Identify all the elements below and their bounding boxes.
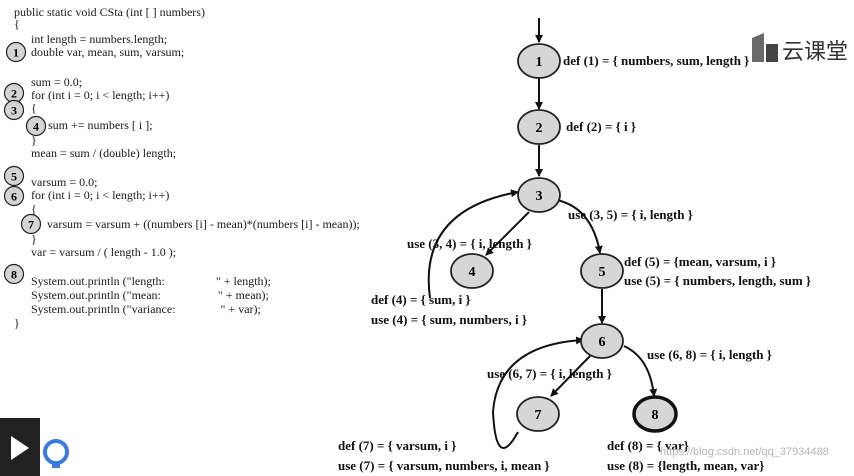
video-play-button[interactable] (0, 418, 40, 476)
code-line-8: sum += numbers [ i ]; (48, 118, 153, 132)
code-marker-5 (3, 165, 25, 187)
annotation-use-6-7: use (6, 7) = { i, length } (487, 366, 612, 381)
annotation-use-5: use (5) = { numbers, length, sum } (624, 273, 812, 288)
code-marker-3 (3, 99, 25, 121)
code-marker-5-label: 5 (11, 170, 17, 184)
annotation-use-7: use (7) = { varsum, numbers, i, mean } (338, 458, 550, 473)
code-line-13: { (31, 202, 37, 216)
graph-node-1-label: 1 (536, 55, 543, 70)
graph-node-2 (517, 109, 561, 145)
graph-node-8 (632, 395, 678, 433)
graph-node-4 (450, 253, 494, 289)
graph-node-6 (580, 323, 624, 359)
code-marker-6-label: 6 (11, 190, 17, 204)
annotation-use-6-8: use (6, 8) = { i, length } (647, 347, 772, 362)
annotation-def-5: def (5) = {mean, varsum, i } (624, 254, 776, 269)
watermark-logo-icon (752, 33, 778, 62)
code-marker-4-label: 4 (33, 120, 39, 134)
edge-6-7 (550, 355, 591, 397)
code-line-1: public static void CSta (int [ ] numbers… (14, 5, 205, 19)
code-marker-7-label: 7 (28, 218, 34, 232)
code-line-20: } (14, 316, 20, 330)
code-line-5: sum = 0.0; (31, 75, 83, 89)
code-line-11: varsum = 0.0; (31, 175, 98, 189)
graph-nodes: 1 2 3 4 5 6 7 8 (450, 43, 678, 433)
edge-3-5 (556, 199, 603, 254)
code-line-17: System.out.println ("length: " + length)… (31, 274, 271, 288)
annotation-def-4: def (4) = { sum, i } (371, 292, 471, 307)
edge-3-4 (485, 211, 530, 256)
code-line-18: System.out.println ("mean: " + mean); (31, 288, 269, 302)
code-line-6: for (int i = 0; i < length; i++) (31, 88, 170, 102)
code-line-7: { (31, 101, 37, 115)
graph-node-8-label: 8 (652, 408, 659, 423)
code-marker-1 (5, 41, 27, 63)
brand-logo-icon (43, 439, 69, 468)
annotation-use-4: use (4) = { sum, numbers, i } (371, 312, 527, 327)
code-line-16: var = varsum / ( length - 1.0 ); (31, 245, 177, 259)
code-marker-8 (3, 263, 25, 285)
annotation-def-1: def (1) = { numbers, sum, length } (563, 53, 750, 68)
code-marker-1-label: 1 (13, 46, 19, 60)
annotation-def-7: def (7) = { varsum, i } (338, 438, 457, 453)
graph-node-1 (517, 43, 561, 79)
graph-node-5 (580, 253, 624, 289)
code-marker-4 (25, 115, 47, 137)
graph-node-4-label: 4 (469, 265, 476, 280)
annotation-use-3-5: use (3, 5) = { i, length } (568, 207, 693, 222)
code-line-10: mean = sum / (double) length; (31, 146, 177, 160)
code-line-4: double var, mean, sum, varsum; (31, 45, 185, 59)
annotation-use-8: use (8) = {length, mean, var} (607, 458, 765, 473)
code-line-19: System.out.println ("variance: " + var); (31, 302, 261, 316)
graph-node-6-label: 6 (599, 335, 606, 350)
code-marker-2-label: 2 (11, 87, 17, 101)
graph-node-7-label: 7 (535, 408, 542, 423)
play-icon[interactable] (11, 436, 29, 460)
graph-edges (427, 18, 658, 449)
annotation-def-8: def (8) = { var} (607, 438, 689, 453)
graph-node-3 (517, 177, 561, 213)
graph-node-3-label: 3 (536, 189, 543, 204)
edge-4-3 (427, 189, 519, 299)
code-marker-8-label: 8 (11, 268, 17, 282)
code-marker-7 (20, 213, 42, 235)
graph-node-5-label: 5 (599, 265, 606, 280)
watermark-brand: 云课堂 (782, 40, 849, 65)
code-line-15: } (31, 232, 37, 246)
code-marker-3-label: 3 (11, 104, 17, 118)
graph-node-7 (516, 396, 560, 432)
edge-6-8 (623, 345, 658, 397)
code-marker-6 (3, 185, 25, 207)
code-line-3: int length = numbers.length; (31, 32, 168, 46)
watermark-url: https://blog.csdn.net/qq_37934488 (660, 446, 829, 458)
code-line-12: for (int i = 0; i < length; i++) (31, 188, 170, 202)
annotation-def-2: def (2) = { i } (566, 119, 637, 134)
graph-node-2-label: 2 (536, 121, 543, 136)
annotation-use-3-4: use (3, 4) = { i, length } (407, 236, 532, 251)
code-line-2: { (14, 17, 20, 31)
code-line-14: varsum = varsum + ((numbers [i] - mean)*… (47, 217, 360, 231)
edge-7-6 (491, 336, 584, 449)
code-line-9: } (31, 133, 37, 147)
code-markers: 1 2 3 4 5 6 7 8 (3, 41, 47, 285)
